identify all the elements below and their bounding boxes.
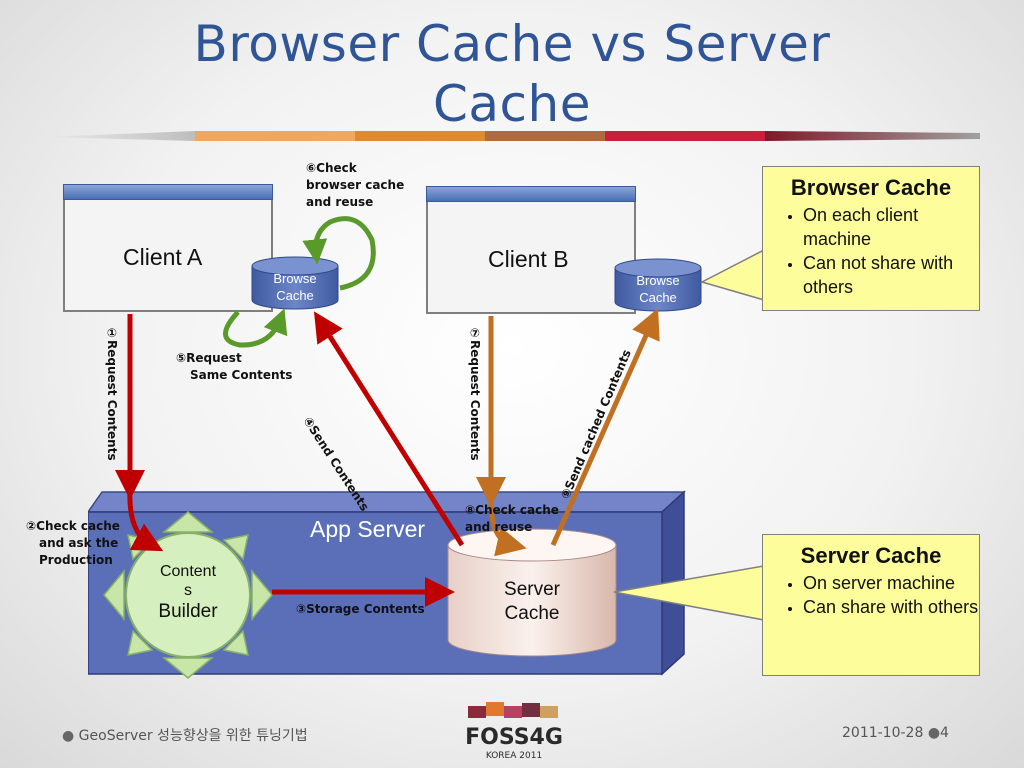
- builder-label-line: s: [184, 582, 192, 599]
- contents-builder-label: Content s Builder: [128, 562, 248, 624]
- server-cache-label-line: Server: [504, 579, 560, 600]
- client-a-window: Client A: [63, 184, 273, 312]
- browse-cache-b-label: Browse Cache: [615, 272, 701, 306]
- arrow-9-send-cached: [550, 308, 660, 547]
- window-title-bar: [63, 184, 273, 200]
- browser-cache-callout-title: Browser Cache: [790, 175, 952, 200]
- arrow-8-check-cache-reuse: [488, 495, 527, 557]
- step-8-label: ⑧Check cache and reuse: [465, 502, 559, 536]
- step-2-line: ②Check cache: [26, 519, 120, 533]
- footer-left: ● GeoServer 성능향상을 위한 튜닝기법: [62, 725, 308, 745]
- arrow-4-send-contents: [313, 311, 465, 547]
- step-6-line: ⑥Check: [306, 161, 357, 175]
- server-cache-callout-list: On server machine Can share with others: [763, 571, 979, 619]
- step-2-line: and ask the: [39, 536, 119, 550]
- server-cache-label-line: Cache: [504, 603, 560, 624]
- server-cache-callout-item: Can share with others: [803, 595, 979, 619]
- step-6-line: and reuse: [306, 195, 374, 209]
- footer-right: 2011-10-28 ●4: [842, 725, 949, 741]
- step-1-label: ①Request Contents: [105, 326, 119, 461]
- arrow-2-check-cache: [127, 487, 164, 552]
- logo-subtext: KOREA 2011: [486, 751, 542, 761]
- arrow-6-check-browser-cache: [302, 216, 376, 291]
- browser-cache-callout: Browser Cache On each client machine Can…: [762, 166, 980, 311]
- step-5-line: ⑤Request: [176, 351, 242, 365]
- stripe-segment: [485, 131, 605, 141]
- step-6-label: ⑥Check browser cache and reuse: [306, 160, 404, 211]
- step-8-line: and reuse: [465, 520, 533, 534]
- server-cache-callout-title: Server Cache: [800, 543, 942, 568]
- browser-cache-callout-list: On each client machine Can not share wit…: [763, 203, 979, 299]
- cache-label-line: Browse: [636, 273, 680, 288]
- contents-builder-shape: [103, 511, 273, 679]
- cache-label-line: Cache: [276, 288, 314, 303]
- browser-cache-callout-item: On each client machine: [803, 203, 979, 251]
- bullet-icon: ●: [927, 725, 941, 741]
- slide-title: Browser Cache vs Server Cache: [80, 14, 944, 134]
- slide-title-line-2: Cache: [433, 75, 591, 133]
- step-2-line: Production: [39, 553, 113, 567]
- cache-label-line: Browse: [273, 271, 317, 286]
- server-cache-callout-item: On server machine: [803, 571, 979, 595]
- browse-cache-a-label: Browse Cache: [252, 270, 338, 304]
- slide-title-line-1: Browser Cache vs Server: [193, 15, 831, 73]
- foss4g-logo: FOSS4G KOREA 2011: [466, 702, 562, 761]
- builder-label-line: Content: [159, 563, 217, 580]
- server-cache-cylinder: [447, 528, 617, 657]
- window-title-bar: [426, 186, 636, 202]
- app-server-label: App Server: [310, 516, 426, 542]
- browser-cache-callout-item: Can not share with others: [803, 251, 979, 299]
- step-5-label: ⑤Request Same Contents: [176, 350, 292, 384]
- server-cache-callout: Server Cache On server machine Can share…: [762, 534, 980, 676]
- cache-label-line: Cache: [639, 290, 677, 305]
- builder-label-line: Builder: [158, 601, 218, 622]
- logo-text: FOSS4G: [466, 725, 562, 750]
- step-6-line: browser cache: [306, 178, 405, 192]
- stripe-segment: [605, 131, 765, 141]
- stripe-segment: [355, 131, 485, 141]
- step-2-label: ②Check cache and ask the Production: [26, 518, 120, 569]
- stripe-segment: [195, 131, 355, 141]
- client-b-window: Client B: [426, 186, 636, 314]
- footer-left-text: GeoServer 성능향상을 위한 튜닝기법: [78, 728, 308, 744]
- browse-cache-cylinder-a: [251, 256, 339, 310]
- title-divider-stripe: [45, 131, 980, 141]
- step-8-line: ⑧Check cache: [465, 503, 559, 517]
- stripe-segment: [765, 131, 980, 141]
- step-7-label: ⑦Request Contents: [468, 326, 482, 461]
- server-cache-label: Server Cache: [452, 578, 612, 626]
- page-number: 4: [940, 725, 949, 741]
- step-5-line: Same Contents: [190, 368, 293, 382]
- footer-date: 2011-10-28: [842, 725, 924, 741]
- stripe-segment: [45, 131, 195, 141]
- step-3-label: ③Storage Contents: [296, 602, 425, 616]
- server-callout-pointer: [613, 565, 765, 621]
- client-b-label: Client B: [488, 246, 569, 272]
- browse-cache-cylinder-b: [614, 258, 702, 312]
- browser-callout-pointer: [699, 248, 765, 301]
- arrow-5-request-same: [223, 308, 288, 348]
- client-a-label: Client A: [123, 244, 203, 270]
- bullet-icon: ●: [62, 728, 75, 744]
